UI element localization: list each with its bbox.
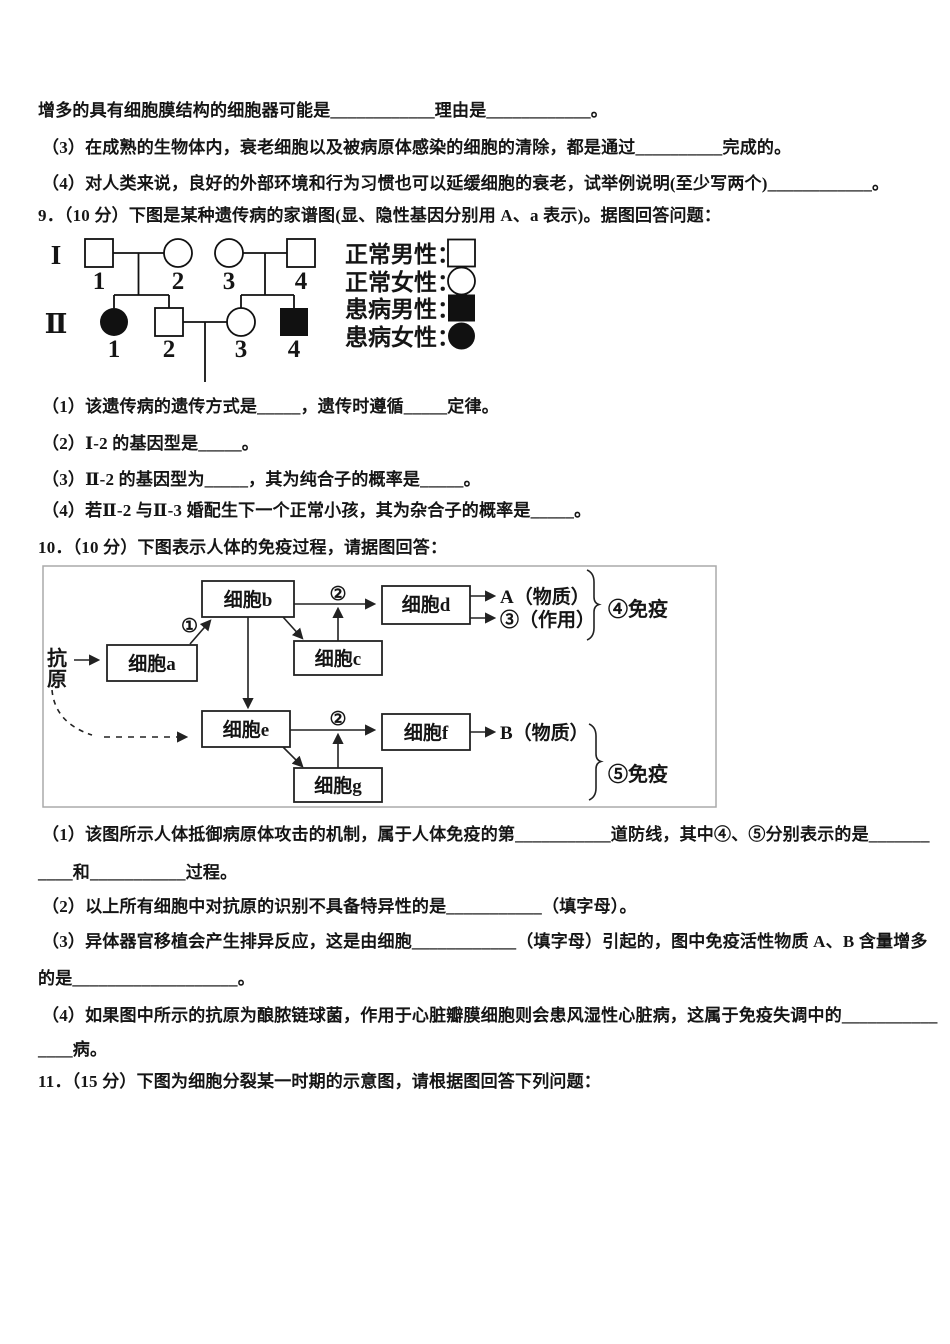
cell-b-box [201,580,295,618]
individual-I4-number: 4 [295,268,308,295]
individual-I1-number: 1 [93,268,106,295]
q8-sub3-line: （3）在成熟的生物体内，衰老细胞以及被病原体感染的细胞的清除，都是通过_____… [42,138,792,157]
q11-stem: 11．（15 分）下图为细胞分裂某一时期的示意图，请根据图回答下列问题： [38,1072,602,1091]
diagram-border [42,565,717,808]
q9-sub2-line: （2）Ⅰ-2 的基因型是_____。 [42,434,259,453]
individual-I3-normal-female-symbol [214,238,244,268]
q10-sub4-line1: （4）如果图中所示的抗原为酿脓链球菌，作用于心脏瓣膜细胞则会患风湿性心脏病，这属… [42,1006,938,1025]
q10-stem: 10．（10 分）下图表示人体的免疫过程，请据图回答： [38,538,448,557]
circled-2-mark-top: ② [329,584,346,605]
immunity-5-label: ⑤免疫 [608,762,668,786]
individual-I1-normal-male-symbol [84,238,114,268]
circled-3-effect-label: ③（作用） [500,608,595,631]
q9-sub1-line: （1）该遗传病的遗传方式是_____，遗传时遵循_____定律。 [42,397,499,416]
individual-II1-affected-female-symbol [100,308,128,336]
individual-II3-number: 3 [235,336,248,363]
circled-2-mark-bottom: ② [329,709,346,730]
individual-II3-normal-female-symbol [226,307,256,337]
individual-II2-normal-male-symbol [154,307,184,337]
bracket-immunity-4 [586,569,602,641]
cell-f-box [381,713,471,751]
cell-e-box [201,710,291,748]
generation-1-label: I [51,240,62,270]
individual-II1-number: 1 [108,336,121,363]
individual-I3-number: 3 [223,268,236,295]
circled-1-mark: ① [181,616,198,637]
diagram-arrows [74,590,497,768]
cell-f-label: 细胞f [404,721,449,744]
individual-I2-number: 2 [172,268,185,295]
bracket-immunity-5 [588,723,604,801]
cell-g-label: 细胞g [314,774,362,797]
individual-I4-normal-male-symbol [286,238,316,268]
antigen-label-char1: 抗 [47,646,67,670]
individual-II2-number: 2 [163,336,176,363]
antigen-label-char2: 原 [47,669,67,691]
cell-e-label: 细胞e [223,718,269,741]
legend-normal-male-symbol [447,238,476,268]
antigen-dashed-curve [51,689,93,736]
legend-affected-female-symbol [448,322,475,350]
q10-sub1-line1: （1）该图所示人体抵御病原体攻击的机制，属于人体免疫的第___________道… [42,825,930,844]
cell-d-box [381,585,471,625]
cell-a-box [106,644,198,682]
pedigree-figure: I Ⅱ 1 2 3 4 1 2 3 4 正常男性： 正常女性： 患病男性： 患病… [45,238,476,382]
cell-c-label: 细胞c [315,647,361,670]
generation-2-label: Ⅱ [45,309,68,339]
pedigree-connector-lines [113,252,295,382]
q10-sub2-line: （2）以上所有细胞中对抗原的识别不具备特异性的是___________（填字母）… [42,897,637,916]
q10-sub4-line2: ____病。 [38,1040,108,1059]
q8-continuation-line: 增多的具有细胞膜结构的细胞器可能是____________理由是________… [38,101,608,120]
q8-sub4-line: （4）对人类来说，良好的外部环境和行为习惯也可以延缓细胞的衰老，试举例说明(至少… [42,174,890,193]
legend-affected-male-label: 患病男性： [345,296,460,322]
substance-b-label: B（物质） [500,721,589,744]
q9-stem: 9．（10 分）下图是某种遗传病的家谱图(显、隐性基因分别用 A、a 表示)。据… [38,206,722,225]
q10-sub3-line2: 的是___________________。 [38,969,255,988]
cell-c-box [293,640,383,676]
legend-affected-female-label: 患病女性： [345,324,460,350]
individual-I2-normal-female-symbol [163,238,193,268]
individual-II4-number: 4 [288,336,301,363]
individual-II4-affected-male-symbol [280,308,308,336]
legend-normal-female-label: 正常女性： [345,269,460,295]
cell-a-label: 细胞a [128,652,176,675]
q10-sub1-line2: ____和___________过程。 [38,863,238,882]
substance-a-label: A（物质） [500,585,590,608]
immunity-4-label: ④免疫 [608,597,668,621]
legend-affected-male-symbol [448,294,475,322]
q10-sub3-line1: （3）异体器官移植会产生排异反应，这是由细胞____________（填字母）引… [42,932,928,951]
cell-g-box [293,767,383,803]
immune-diagram: 抗 原 细胞a ① 细胞b ② 细胞c 细胞d A（物质） ③（作用 [42,565,717,808]
q9-sub3-line: （3）Ⅱ-2 的基因型为_____，其为纯合子的概率是_____。 [42,470,481,489]
cell-d-label: 细胞d [402,593,451,616]
q9-sub4-line: （4）若Ⅱ-2 与Ⅱ-3 婚配生下一个正常小孩，其为杂合子的概率是_____。 [42,501,592,520]
cell-b-label: 细胞b [224,588,273,611]
legend-normal-male-label: 正常男性： [345,242,460,267]
